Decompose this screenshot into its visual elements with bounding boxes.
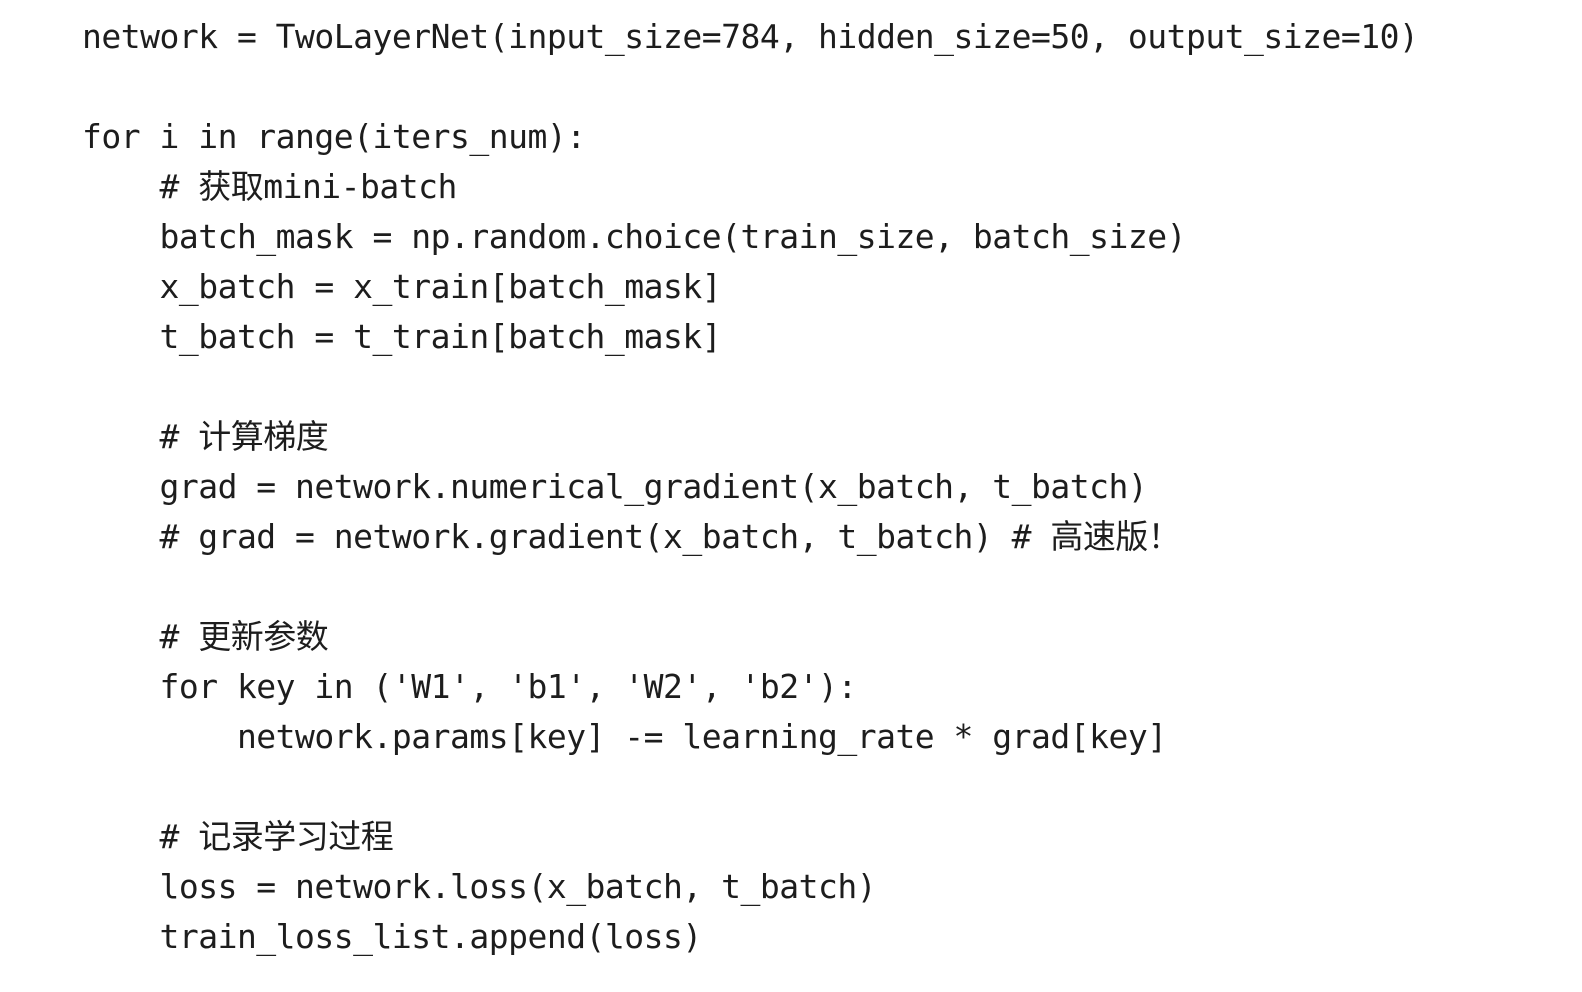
code-line: for key in ('W1', 'b1', 'W2', 'b2'): <box>82 667 857 706</box>
code-line: t_batch = t_train[batch_mask] <box>82 317 722 356</box>
code-line: network = TwoLayerNet(input_size=784, hi… <box>82 17 1419 56</box>
code-line: # 计算梯度 <box>82 417 329 456</box>
code-line: for i in range(iters_num): <box>82 117 586 156</box>
code-line: # 记录学习过程 <box>82 817 394 856</box>
code-line: train_loss_list.append(loss) <box>82 917 702 956</box>
code-line: loss = network.loss(x_batch, t_batch) <box>82 867 877 906</box>
code-line: grad = network.numerical_gradient(x_batc… <box>82 467 1148 506</box>
code-line <box>82 62 1582 112</box>
code-line: # 更新参数 <box>82 617 329 656</box>
code-line: batch_mask = np.random.choice(train_size… <box>82 217 1186 256</box>
code-line: x_batch = x_train[batch_mask] <box>82 267 722 306</box>
code-line <box>82 362 1582 412</box>
code-line: # grad = network.gradient(x_batch, t_bat… <box>82 517 1181 556</box>
code-line: network.params[key] -= learning_rate * g… <box>82 717 1167 756</box>
code-line: # 获取mini-batch <box>82 167 457 206</box>
code-line <box>82 562 1582 612</box>
code-line <box>82 762 1582 812</box>
